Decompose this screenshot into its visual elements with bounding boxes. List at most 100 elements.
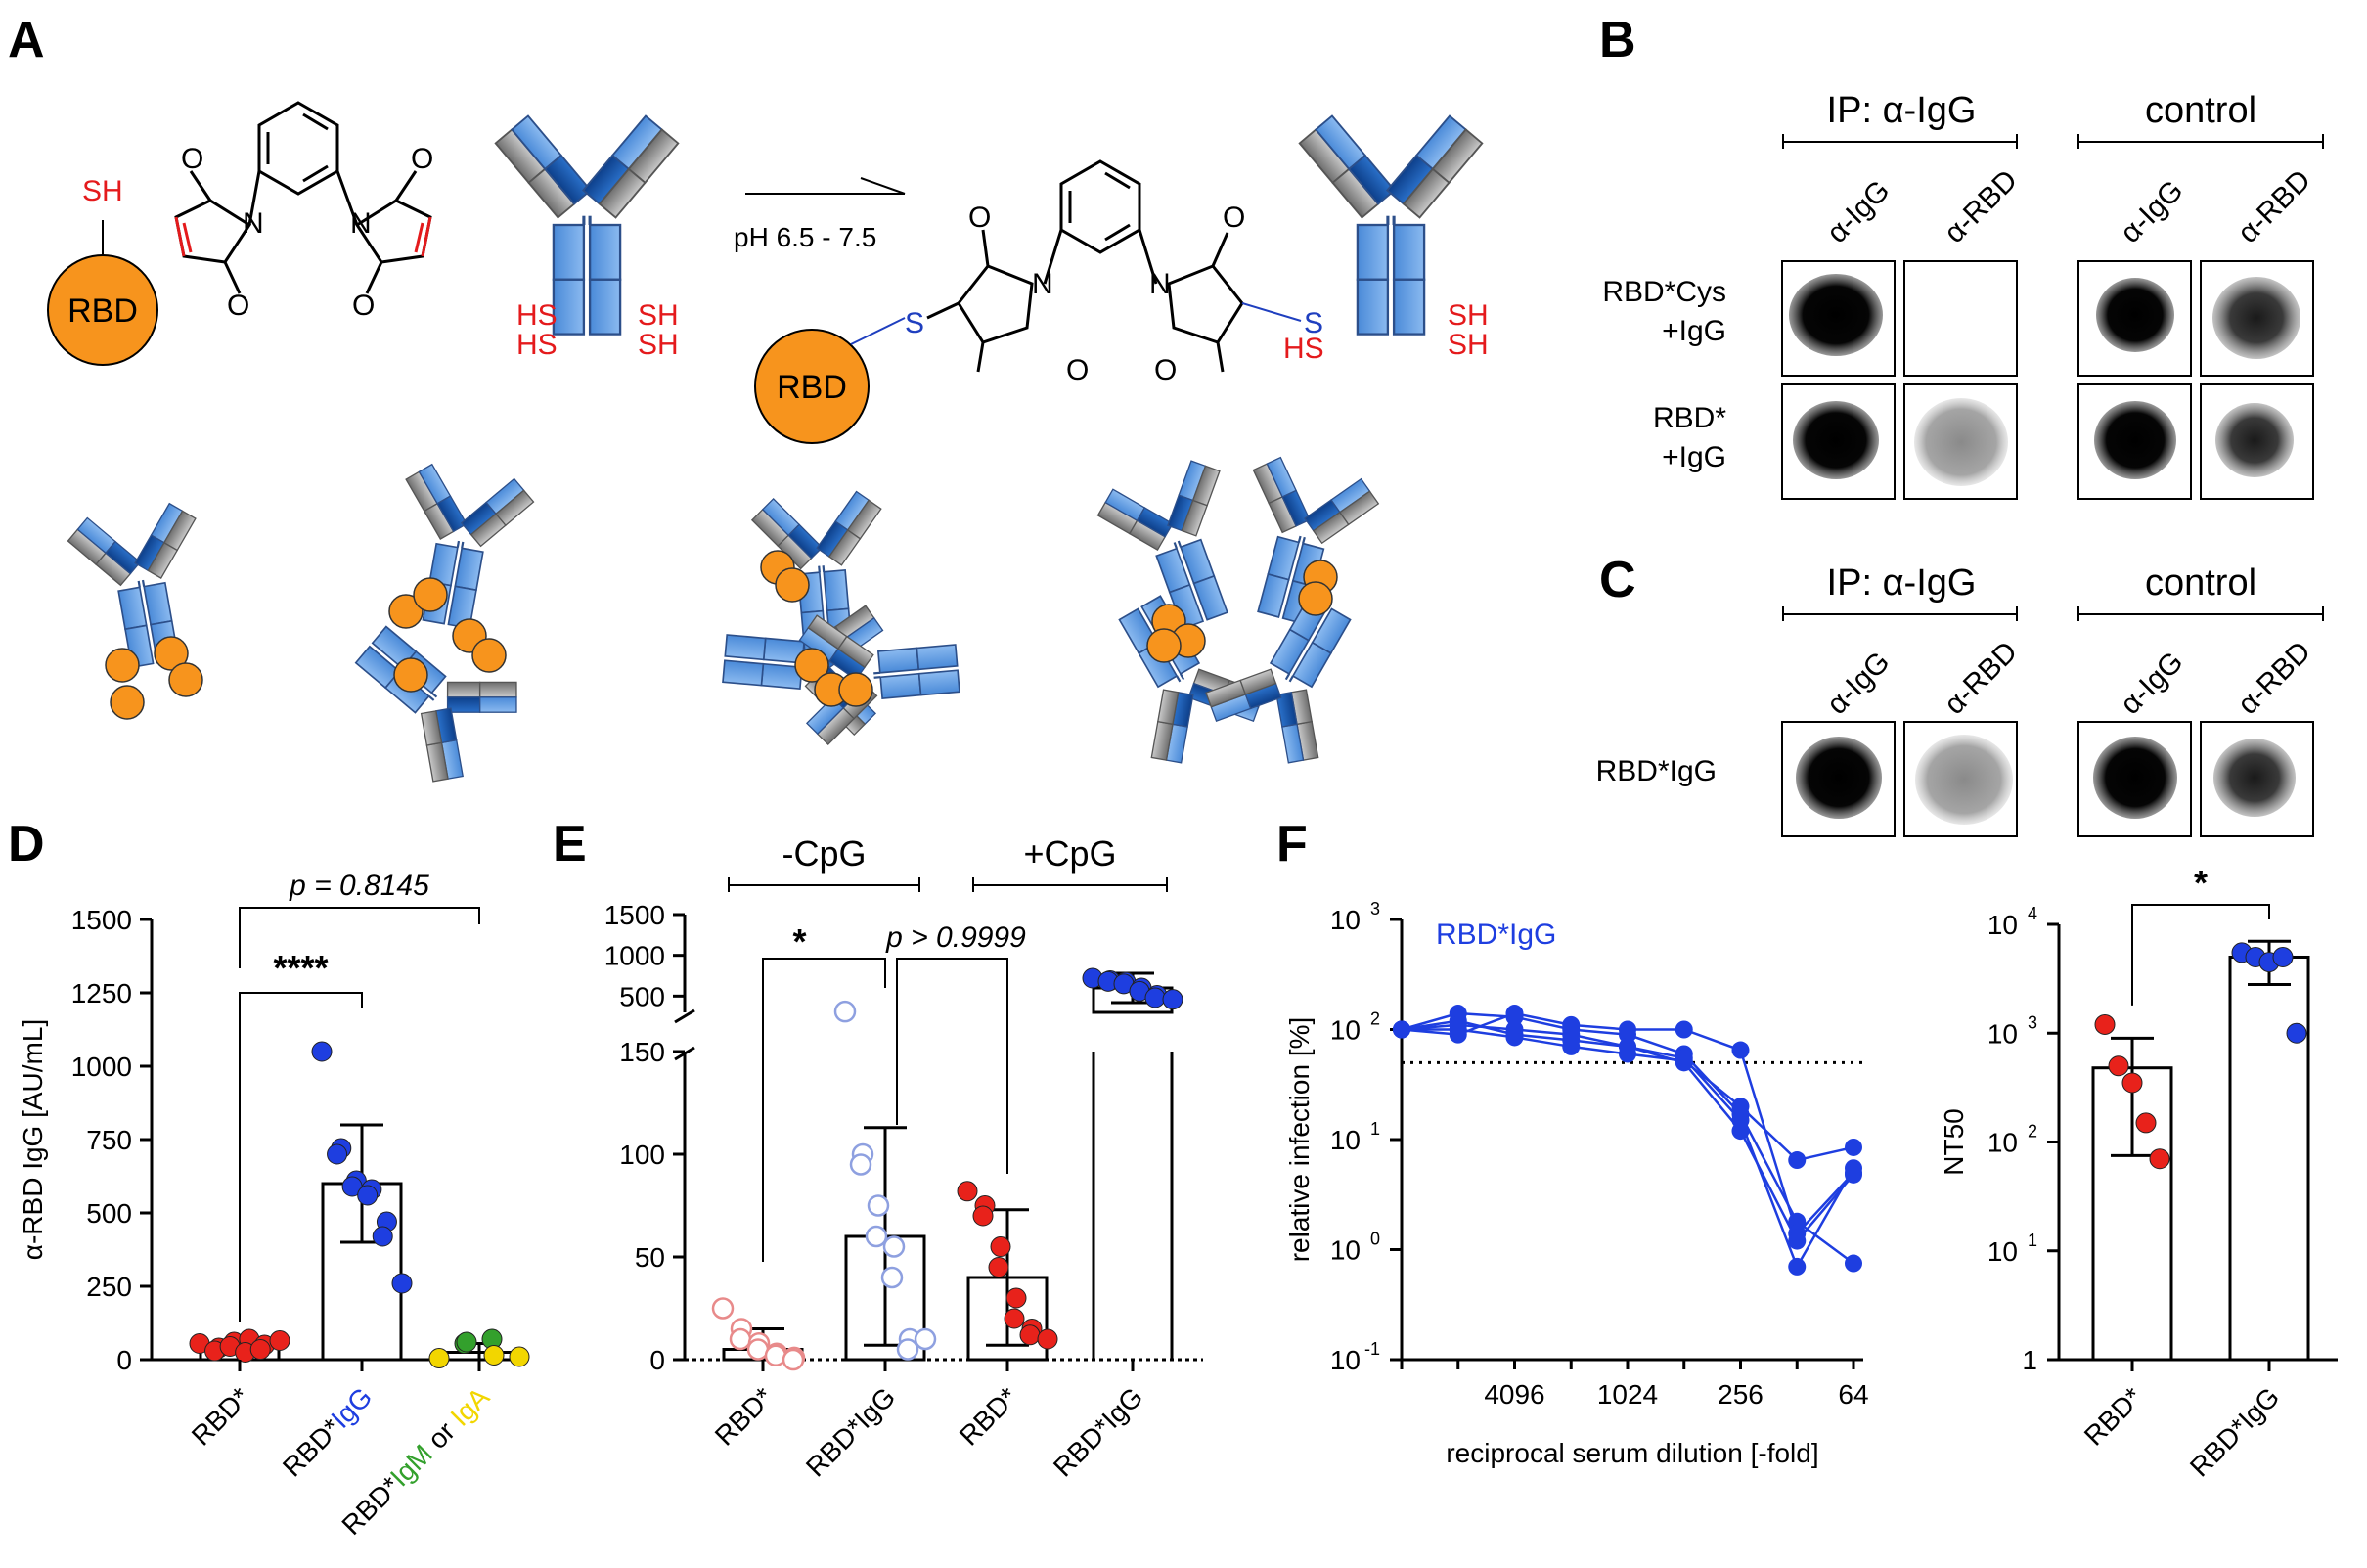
panel-a-scheme: SH RBD O N O N O O bbox=[47, 101, 1489, 795]
y-tick-label: 500 bbox=[86, 1198, 132, 1229]
axis-break bbox=[674, 1008, 695, 1024]
blot-spot bbox=[2096, 278, 2174, 352]
blot-col-label: α-RBD bbox=[2232, 163, 2317, 248]
blot-spot bbox=[2093, 737, 2177, 819]
x-tick-label: RBD*IgG bbox=[1048, 1381, 1148, 1482]
reaction-arrow-head bbox=[860, 177, 906, 195]
aggregate-4 bbox=[1082, 450, 1388, 776]
y-tick-exponent: 1 bbox=[1370, 1119, 1380, 1139]
blot-row-label: +IgG bbox=[1662, 441, 1726, 473]
y-tick-label: 10 bbox=[1330, 1125, 1361, 1155]
aggregate-3 bbox=[718, 488, 964, 747]
significance-label: * bbox=[792, 921, 806, 962]
y-tick-exponent: 0 bbox=[1370, 1230, 1380, 1249]
data-point bbox=[1619, 1037, 1636, 1055]
data-point bbox=[764, 1344, 787, 1367]
data-point bbox=[880, 1266, 904, 1289]
atom-o: O bbox=[181, 143, 203, 175]
legend-label: RBD*IgG bbox=[1436, 918, 1556, 951]
aggregate-2 bbox=[328, 459, 539, 795]
data-point bbox=[1505, 1005, 1524, 1023]
y-tick-label: 10 bbox=[1330, 1345, 1361, 1375]
data-point bbox=[2108, 1055, 2129, 1077]
data-point bbox=[1675, 1020, 1693, 1039]
data-point bbox=[1004, 1308, 1025, 1329]
data-point bbox=[1505, 1020, 1524, 1039]
data-point bbox=[1845, 1138, 1862, 1156]
x-tick-label: 256 bbox=[1718, 1379, 1764, 1410]
blot-row-label: RBD*Cys bbox=[1602, 276, 1726, 308]
blot-spot bbox=[1789, 274, 1883, 356]
y-tick-label: 1000 bbox=[71, 1052, 132, 1082]
data-point bbox=[1788, 1257, 1807, 1276]
panel-label-a: A bbox=[8, 12, 45, 68]
atom-o: O bbox=[1066, 354, 1089, 386]
data-point bbox=[972, 1205, 994, 1227]
y-tick-label: 10 bbox=[1987, 1018, 2018, 1049]
blot-col-label: α-RBD bbox=[1939, 163, 2024, 248]
atom-n: N bbox=[1032, 268, 1053, 300]
bismaleimide-structure bbox=[174, 101, 432, 294]
significance-bracket bbox=[2131, 904, 2270, 1006]
significance-bracket bbox=[896, 958, 1008, 1174]
y-tick-exponent: -1 bbox=[1364, 1339, 1380, 1359]
data-point bbox=[1019, 1324, 1041, 1346]
atom-n: N bbox=[243, 207, 264, 240]
x-tick-label: RBD* bbox=[186, 1381, 256, 1452]
y-axis-label: relative infection [%] bbox=[1284, 1017, 1315, 1263]
data-point bbox=[988, 1257, 1009, 1277]
significance-bracket bbox=[762, 958, 886, 1262]
panel-label-c: C bbox=[1599, 552, 1636, 608]
y-tick-label: 10 bbox=[1330, 1235, 1361, 1266]
thiol-sh: SH bbox=[638, 299, 679, 332]
blot-spot bbox=[2215, 403, 2294, 477]
rbd-sphere bbox=[754, 329, 870, 444]
y-tick-label: 1000 bbox=[604, 941, 665, 971]
data-point bbox=[782, 1348, 805, 1371]
y-tick-label: 500 bbox=[619, 981, 665, 1011]
y-tick-label: 50 bbox=[635, 1242, 665, 1273]
blot-col-label: α-IgG bbox=[1821, 646, 1897, 721]
data-point bbox=[456, 1331, 477, 1353]
blot-spot bbox=[1915, 735, 2013, 825]
y-tick-label: 1500 bbox=[604, 900, 665, 930]
blot-row-label: RBD* bbox=[1653, 402, 1726, 434]
blot-spot bbox=[1914, 398, 2008, 486]
ip-header: IP: α-IgG bbox=[1827, 562, 1977, 604]
thiol-label: SH bbox=[82, 175, 123, 207]
rbd-label: RBD bbox=[67, 292, 138, 330]
significance-bracket bbox=[239, 907, 480, 968]
blot-spot bbox=[2094, 401, 2176, 479]
data-point bbox=[1675, 1053, 1693, 1072]
data-point bbox=[1162, 989, 1184, 1010]
data-point bbox=[269, 1330, 290, 1351]
data-point bbox=[990, 1236, 1011, 1257]
data-point bbox=[1393, 1020, 1410, 1039]
x-tick-label: 4096 bbox=[1484, 1379, 1544, 1410]
y-tick-label: 10 bbox=[1987, 1128, 2018, 1158]
atom-o: O bbox=[411, 143, 433, 175]
data-point bbox=[2135, 1112, 2157, 1134]
blot-col-label: α-RBD bbox=[2232, 635, 2317, 720]
data-point bbox=[867, 1194, 890, 1217]
data-point bbox=[1562, 1025, 1581, 1044]
sulfur-atom: S bbox=[1304, 307, 1323, 339]
control-header: control bbox=[2145, 90, 2256, 131]
panel-label-e: E bbox=[553, 816, 587, 873]
x-tick-label: 1024 bbox=[1597, 1379, 1658, 1410]
data-point bbox=[509, 1346, 530, 1367]
blot-spot bbox=[2213, 739, 2296, 817]
atom-o: O bbox=[227, 290, 249, 322]
x-tick-label: RBD*IgG bbox=[2184, 1381, 2285, 1482]
data-point bbox=[914, 1327, 937, 1351]
atom-o: O bbox=[1223, 202, 1245, 234]
atom-o: O bbox=[968, 202, 991, 234]
data-point bbox=[1845, 1254, 1862, 1273]
y-tick-label: 150 bbox=[619, 1037, 665, 1067]
control-header: control bbox=[2145, 562, 2256, 604]
axis-break bbox=[674, 1046, 695, 1061]
